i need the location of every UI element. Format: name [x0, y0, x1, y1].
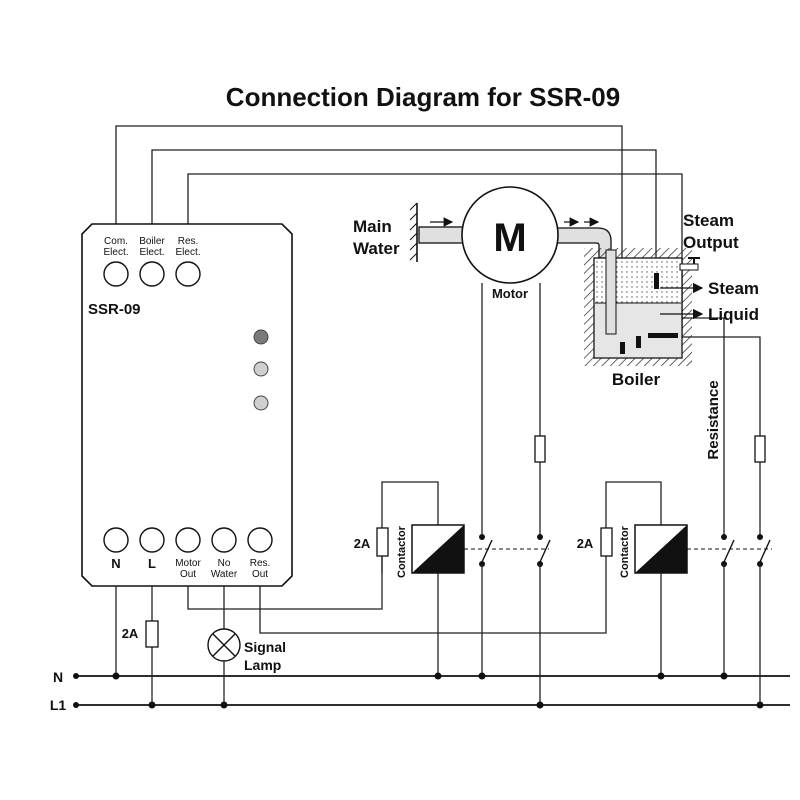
device-supply-wiring: 2A Signal Lamp [112, 481, 662, 709]
terminal-com-elect-label-2: Elect. [103, 247, 128, 258]
terminal-no-water-label-1: No [218, 558, 231, 569]
contactor-2-label: Contactor [619, 525, 631, 578]
status-led-2 [253, 361, 269, 377]
terminal-l-label: L [148, 556, 156, 571]
resistance-switch-contacts: Resistance [655, 317, 772, 709]
contactor-2-fuse-label: 2A [577, 536, 594, 551]
steam-output-label-1: Steam [683, 211, 734, 230]
steam-output-label-2: Output [683, 233, 739, 252]
terminal-no-water-label-2: Water [211, 569, 238, 580]
contactor-1: 2A Contactor [354, 524, 465, 680]
motor-label: Motor [492, 286, 528, 301]
contactor-2: 2A Contactor [577, 524, 688, 680]
terminal-com-elect-label-1: Com. [104, 236, 128, 247]
supply-fuse-label: 2A [122, 626, 139, 641]
terminal-n [103, 527, 129, 553]
terminal-res-elect-label-2: Elect. [175, 247, 200, 258]
resistance-fuse [754, 435, 766, 463]
boiler: Steam Output Steam Liquid Boiler [584, 211, 759, 389]
water-inlet: Main Water [353, 202, 464, 262]
ssr-09-device: SSR-09 Com. Elect. Boiler Elect. Res. El… [81, 223, 293, 587]
motor-symbol: M [493, 216, 526, 260]
boiler-label: Boiler [612, 370, 661, 389]
contactor-1-fuse [376, 527, 389, 557]
contactor-2-fuse [600, 527, 613, 557]
terminal-res-out-label-1: Res. [250, 558, 271, 569]
terminal-boiler-elect-label-2: Elect. [139, 247, 164, 258]
liquid-label: Liquid [708, 305, 759, 324]
terminal-motor-out-label-2: Out [180, 569, 196, 580]
contactor-1-label: Contactor [396, 525, 408, 578]
terminal-boiler-elect [139, 261, 165, 287]
steam-label: Steam [708, 279, 759, 298]
terminal-com-elect [103, 261, 129, 287]
resistance-label: Resistance [705, 380, 722, 459]
device-name: SSR-09 [88, 301, 141, 318]
terminal-motor-out-label-1: Motor [175, 558, 201, 569]
terminal-l [139, 527, 165, 553]
terminal-no-water [211, 527, 237, 553]
signal-lamp-label-2: Lamp [244, 657, 281, 673]
status-led-1 [253, 329, 269, 345]
motor-switch-contacts [464, 283, 551, 709]
motor-icon [461, 186, 559, 284]
main-water-label-2: Water [353, 239, 400, 258]
terminal-res-out-label-2: Out [252, 569, 268, 580]
main-water-label-1: Main [353, 217, 392, 236]
contactor-1-fuse-label: 2A [354, 536, 371, 551]
mains-n-label: N [53, 669, 63, 685]
mains-l1-label: L1 [50, 697, 67, 713]
motor: M Motor [461, 186, 612, 301]
terminal-res-elect [175, 261, 201, 287]
terminal-boiler-elect-label-1: Boiler [139, 236, 165, 247]
motor-fuse [534, 435, 546, 463]
status-led-3 [253, 395, 269, 411]
mains-lines: N L1 [50, 669, 790, 713]
terminal-res-elect-label-1: Res. [178, 236, 199, 247]
supply-fuse [145, 620, 159, 648]
diagram-title: Connection Diagram for SSR-09 [226, 82, 620, 112]
terminal-n-label: N [111, 556, 120, 571]
terminal-res-out [247, 527, 273, 553]
signal-lamp-label-1: Signal [244, 639, 286, 655]
terminal-motor-out [175, 527, 201, 553]
